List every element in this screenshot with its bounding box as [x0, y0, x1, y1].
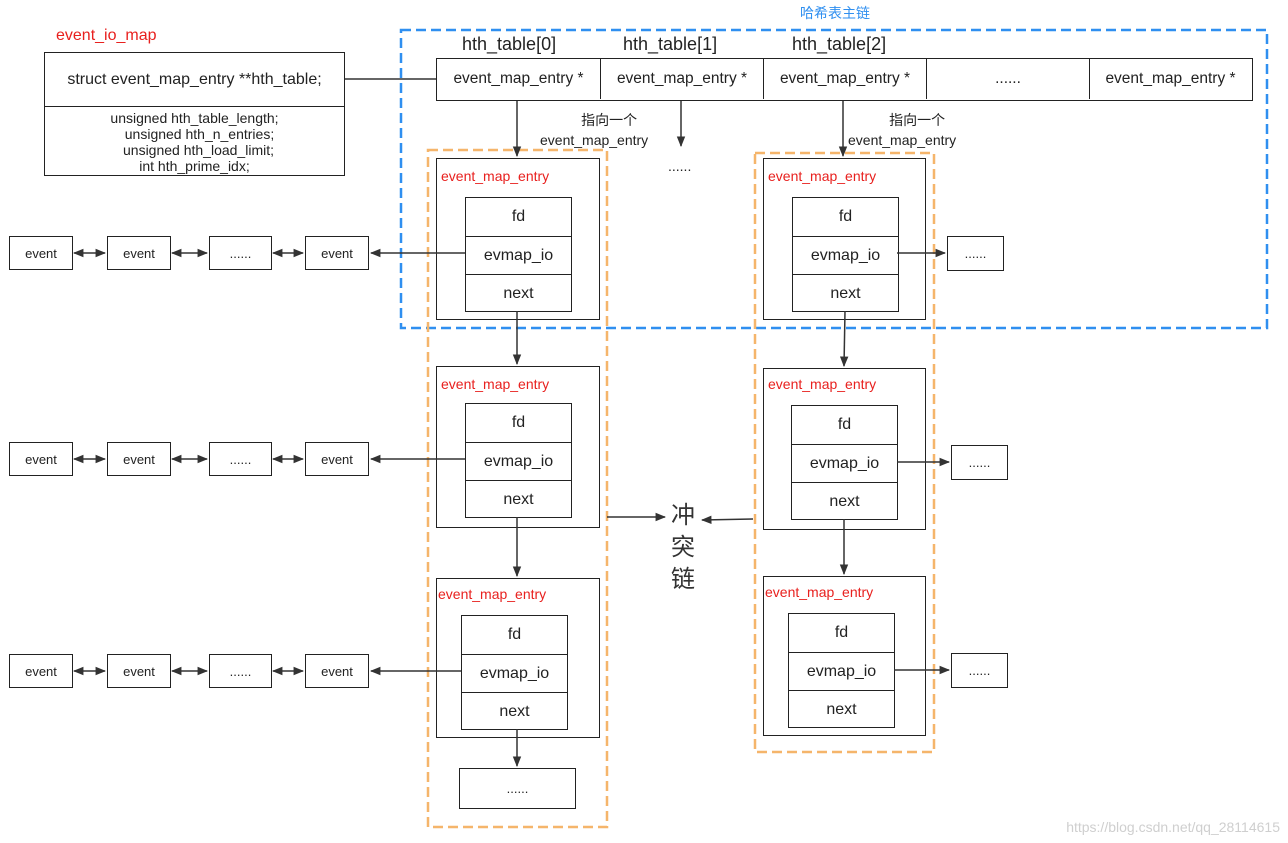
ellipsis-text: ......	[229, 663, 252, 679]
ellipsis-text: ......	[229, 451, 252, 467]
event-text: event	[25, 663, 57, 679]
entry-fields: fd evmap_io next	[791, 405, 898, 520]
entry-fields: fd evmap_io next	[465, 197, 572, 312]
table-header-0: hth_table[0]	[462, 34, 557, 54]
hash-table: event_map_entry * event_map_entry * even…	[436, 58, 1253, 101]
entry-title: event_map_entry	[765, 584, 874, 600]
entry-field-next: next	[466, 274, 571, 312]
event-text: event	[25, 245, 57, 261]
event-node: event	[9, 654, 73, 688]
entry-field-fd: fd	[507, 626, 522, 643]
table-cell-1: event_map_entry *	[600, 59, 763, 99]
map-label: event_io_map	[56, 27, 157, 44]
event-node: event	[107, 654, 171, 688]
event-text: event	[321, 451, 353, 467]
event-node: event	[9, 442, 73, 476]
left-chain-ellipsis-box: ......	[459, 768, 576, 809]
pointer-note-line: event_map_entry	[540, 132, 649, 148]
map-field: unsigned hth_n_entries;	[124, 126, 275, 142]
entry-field-next: next	[466, 480, 571, 518]
map-field: int hth_prime_idx;	[139, 158, 250, 174]
entry-title: event_map_entry	[441, 168, 550, 184]
event-node: event	[107, 442, 171, 476]
event-node: event	[9, 236, 73, 270]
map-field: unsigned hth_load_limit;	[123, 142, 274, 158]
entry-title: event_map_entry	[438, 586, 547, 602]
pointer-note-line: event_map_entry	[848, 132, 957, 148]
table-cell-0: event_map_entry *	[453, 70, 584, 87]
entry-field-fd: fd	[511, 208, 526, 225]
event-node: event	[305, 654, 369, 688]
map-struct-main: struct event_map_entry **hth_table;	[44, 52, 345, 108]
ellipsis-text: ......	[964, 246, 987, 261]
entry-field-evmap-io: evmap_io	[466, 442, 571, 480]
event-text: event	[321, 245, 353, 261]
ellipsis-text: ......	[968, 455, 991, 470]
right-ellipsis-box-1: ......	[947, 236, 1004, 271]
middle-ellipsis: ......	[668, 158, 692, 174]
entry-field-next: next	[792, 482, 897, 520]
table-cell-4: event_map_entry *	[1089, 59, 1251, 99]
entry-right-1: event_map_entry fd evmap_io next	[763, 158, 926, 320]
pointer-note-line: 指向一个	[581, 112, 638, 128]
entry-fields: fd evmap_io next	[788, 613, 895, 728]
map-struct-fields: unsigned hth_table_length; unsigned hth_…	[44, 106, 345, 176]
ellipsis-text: ......	[968, 663, 991, 678]
entry-field-next: next	[789, 690, 894, 728]
map-field: unsigned hth_table_length;	[110, 110, 279, 126]
entry-left-2: event_map_entry fd evmap_io next	[436, 366, 600, 528]
entry-field-fd: fd	[837, 416, 852, 433]
ellipsis-text: ......	[229, 245, 252, 261]
entry-field-next: next	[793, 274, 898, 312]
event-text: event	[321, 663, 353, 679]
right-ellipsis-box-3: ......	[951, 653, 1008, 688]
entry-title: event_map_entry	[441, 376, 550, 392]
pointer-note-0: 指向一个 event_map_entry	[540, 110, 648, 150]
map-struct-field-main: struct event_map_entry **hth_table;	[67, 71, 322, 88]
entry-field-evmap-io: evmap_io	[789, 652, 894, 690]
entry-left-3: event_map_entry fd evmap_io next	[436, 578, 600, 738]
entry-right-3: event_map_entry fd evmap_io next	[763, 576, 926, 736]
entry-fields: fd evmap_io next	[465, 403, 572, 518]
table-cell-3: ......	[926, 59, 1089, 99]
entry-fields: fd evmap_io next	[792, 197, 899, 312]
entry-field-fd: fd	[834, 624, 849, 641]
entry-field-evmap-io: evmap_io	[792, 444, 897, 482]
event-ellipsis-node: ......	[209, 654, 272, 688]
event-ellipsis-node: ......	[209, 442, 272, 476]
collision-char: 链	[671, 566, 695, 593]
entry-field-evmap-io: evmap_io	[793, 236, 898, 274]
collision-label: 冲 突 链	[671, 500, 695, 596]
pointer-note-line: 指向一个	[889, 112, 946, 128]
event-text: event	[123, 451, 155, 467]
table-header-1: hth_table[1]	[623, 34, 718, 54]
collision-arrow-right	[700, 515, 754, 525]
main-chain-label: 哈希表主链	[800, 5, 870, 21]
entry-left-1: event_map_entry fd evmap_io next	[436, 158, 600, 320]
entry-right-2: event_map_entry fd evmap_io next	[763, 368, 926, 530]
event-node: event	[107, 236, 171, 270]
event-text: event	[25, 451, 57, 467]
ellipsis-text: ......	[506, 781, 529, 796]
event-node: event	[305, 236, 369, 270]
entry-title: event_map_entry	[768, 376, 877, 392]
watermark: https://blog.csdn.net/qq_28114615	[1066, 819, 1280, 835]
entry-fields: fd evmap_io next	[461, 615, 568, 730]
right-ellipsis-box-2: ......	[951, 445, 1008, 480]
collision-char: 突	[671, 534, 695, 561]
entry-field-fd: fd	[838, 208, 853, 225]
entry-field-evmap-io: evmap_io	[462, 654, 567, 692]
collision-char: 冲	[671, 502, 695, 529]
entry-field-fd: fd	[511, 414, 526, 431]
event-node: event	[305, 442, 369, 476]
event-text: event	[123, 663, 155, 679]
table-header-2: hth_table[2]	[792, 34, 887, 54]
entry-field-evmap-io: evmap_io	[466, 236, 571, 274]
entry-field-next: next	[462, 692, 567, 730]
pointer-note-2: 指向一个 event_map_entry	[848, 110, 956, 150]
event-text: event	[123, 245, 155, 261]
table-cell-2: event_map_entry *	[763, 59, 926, 99]
event-ellipsis-node: ......	[209, 236, 272, 270]
entry-title: event_map_entry	[768, 168, 877, 184]
